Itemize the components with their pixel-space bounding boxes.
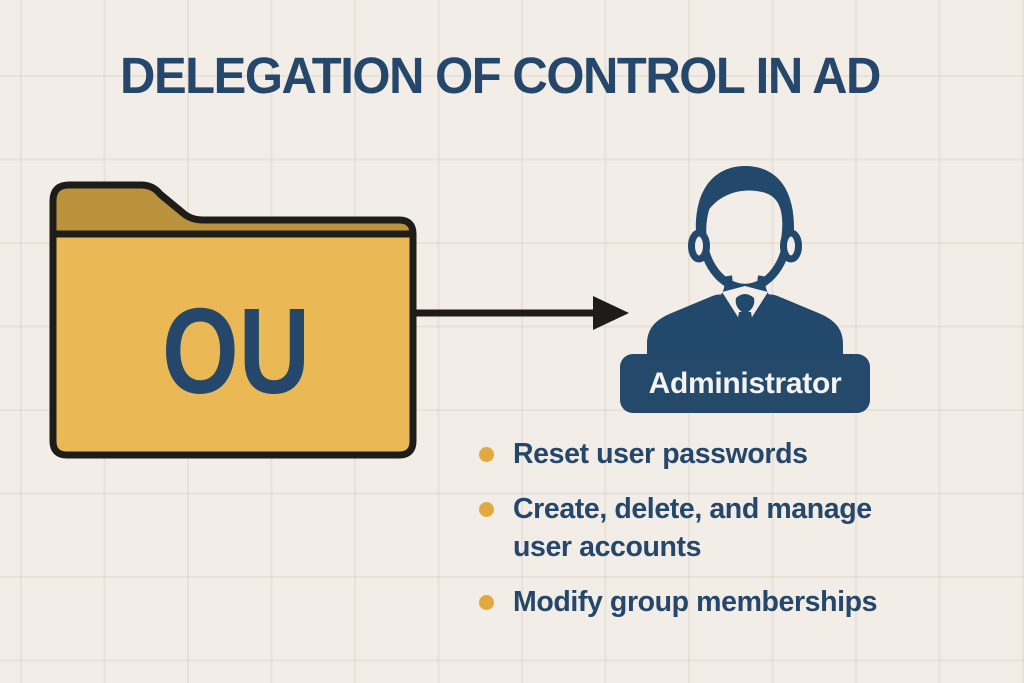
list-item-text: Modify group memberships (513, 585, 878, 618)
ou-folder-icon: OU (49, 181, 417, 459)
folder-outline (49, 181, 417, 459)
arrow-head (593, 296, 629, 330)
bullet-dot-icon (479, 447, 494, 462)
tie-knot (735, 294, 755, 314)
hair (695, 166, 795, 246)
tie-tail (733, 312, 757, 359)
administrator-icon (647, 166, 843, 360)
right-ear (780, 229, 802, 263)
list-item: Modify group memberships (479, 584, 899, 622)
list-item: Reset user passwords (479, 436, 899, 474)
administrator-badge: Administrator (620, 354, 870, 413)
bullet-dot-icon (479, 594, 494, 610)
folder-tab (53, 185, 413, 237)
bullet-dot-icon (479, 501, 494, 517)
list-item-text: Reset user passwords (513, 438, 808, 470)
left-ear (688, 229, 710, 263)
folder-body (53, 185, 413, 455)
ou-label: OU (162, 283, 310, 419)
page-title: DELEGATION OF CONTROL IN AD (120, 47, 881, 104)
list-item-text: Create, delete, and manage user accounts (513, 492, 872, 563)
delegation-arrow-icon (413, 296, 629, 330)
administrator-badge-label: Administrator (648, 366, 842, 400)
list-item: Create, delete, and manage user accounts (479, 491, 899, 567)
permissions-list: Reset user passwords Create, delete, and… (479, 436, 899, 639)
